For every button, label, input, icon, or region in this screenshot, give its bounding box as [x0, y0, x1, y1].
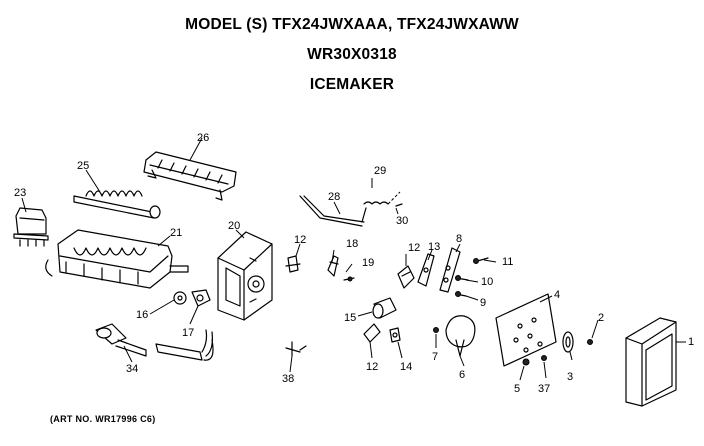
part-10-screw — [455, 275, 469, 281]
assembly-name: ICEMAKER — [309, 76, 395, 93]
part-29-spring — [363, 201, 389, 205]
callout-10: 10 — [481, 276, 493, 288]
callout-26: 26 — [197, 132, 209, 144]
callout-23: 23 — [14, 187, 26, 199]
part-19-screw — [343, 276, 355, 282]
callout-16: 16 — [136, 309, 148, 321]
part-30-pin — [387, 191, 403, 207]
callout-18: 18 — [346, 238, 358, 250]
leader-lines — [21, 137, 686, 381]
part-11-screw — [473, 257, 489, 264]
callout-8: 8 — [456, 233, 462, 245]
part-37-screw — [541, 355, 547, 361]
callout-20: 20 — [228, 220, 240, 232]
part-5-screw — [522, 358, 530, 366]
callout-3: 3 — [567, 371, 573, 383]
callout-12a: 12 — [294, 234, 306, 246]
part-9-screw — [455, 291, 467, 297]
callout-29: 29 — [374, 165, 386, 177]
callout-12b: 12 — [408, 242, 420, 254]
part-12-clip-a — [285, 255, 301, 273]
part-25-ejector — [73, 190, 161, 219]
callout-9: 9 — [480, 297, 486, 309]
part-17-cam — [191, 289, 211, 307]
callout-30: 30 — [396, 215, 408, 227]
callout-25: 25 — [77, 160, 89, 172]
part-34-fill-cup — [95, 323, 147, 357]
callout-13: 13 — [428, 241, 440, 253]
part-23-switch — [13, 207, 49, 247]
callout-12c: 12 — [366, 361, 378, 373]
part-28-arm — [299, 195, 367, 227]
part-12-clip-b — [397, 265, 415, 289]
callout-5: 5 — [514, 383, 520, 395]
callout-21: 21 — [170, 227, 182, 239]
part-2-screw — [587, 339, 593, 345]
part-8-bracket — [439, 247, 461, 293]
model-title: MODEL (S) TFX24JWXAAA, TFX24JWXAWW — [185, 16, 519, 33]
part-26-stripper — [143, 151, 237, 201]
art-number: (ART NO. WR17996 C6) — [50, 414, 156, 424]
callout-34: 34 — [126, 363, 138, 375]
callout-2: 2 — [598, 312, 604, 324]
part-20-housing — [217, 231, 273, 321]
callout-4: 4 — [554, 289, 560, 301]
callout-15: 15 — [344, 312, 356, 324]
callout-6: 6 — [459, 369, 465, 381]
part-4-plate — [495, 293, 557, 367]
callout-37: 37 — [538, 383, 550, 395]
part-harness — [155, 329, 307, 361]
callout-7: 7 — [432, 351, 438, 363]
part-16-gear — [173, 291, 187, 305]
callout-11: 11 — [502, 256, 513, 268]
callout-17: 17 — [182, 327, 194, 339]
part-12-clip-c — [363, 323, 381, 343]
callout-19: 19 — [362, 257, 374, 269]
part-number: WR30X0318 — [307, 46, 397, 63]
callout-28: 28 — [328, 191, 340, 203]
part-14-knob — [389, 327, 401, 343]
part-21-mold — [45, 229, 189, 289]
part-6-thermostat — [445, 315, 476, 357]
part-1-cover — [625, 317, 677, 407]
part-3-wheel — [562, 331, 574, 353]
diagram-header: MODEL (S) TFX24JWXAAA, TFX24JWXAWW WR30X… — [0, 10, 704, 100]
callout-1: 1 — [688, 336, 694, 348]
part-15-motor — [372, 297, 397, 319]
callout-labels: 26 25 23 21 20 12 18 19 29 28 30 12 13 8… — [14, 132, 694, 395]
callout-38: 38 — [282, 373, 294, 385]
part-7-screw — [433, 327, 439, 333]
callout-14: 14 — [400, 361, 412, 373]
part-13-switch — [417, 253, 435, 287]
